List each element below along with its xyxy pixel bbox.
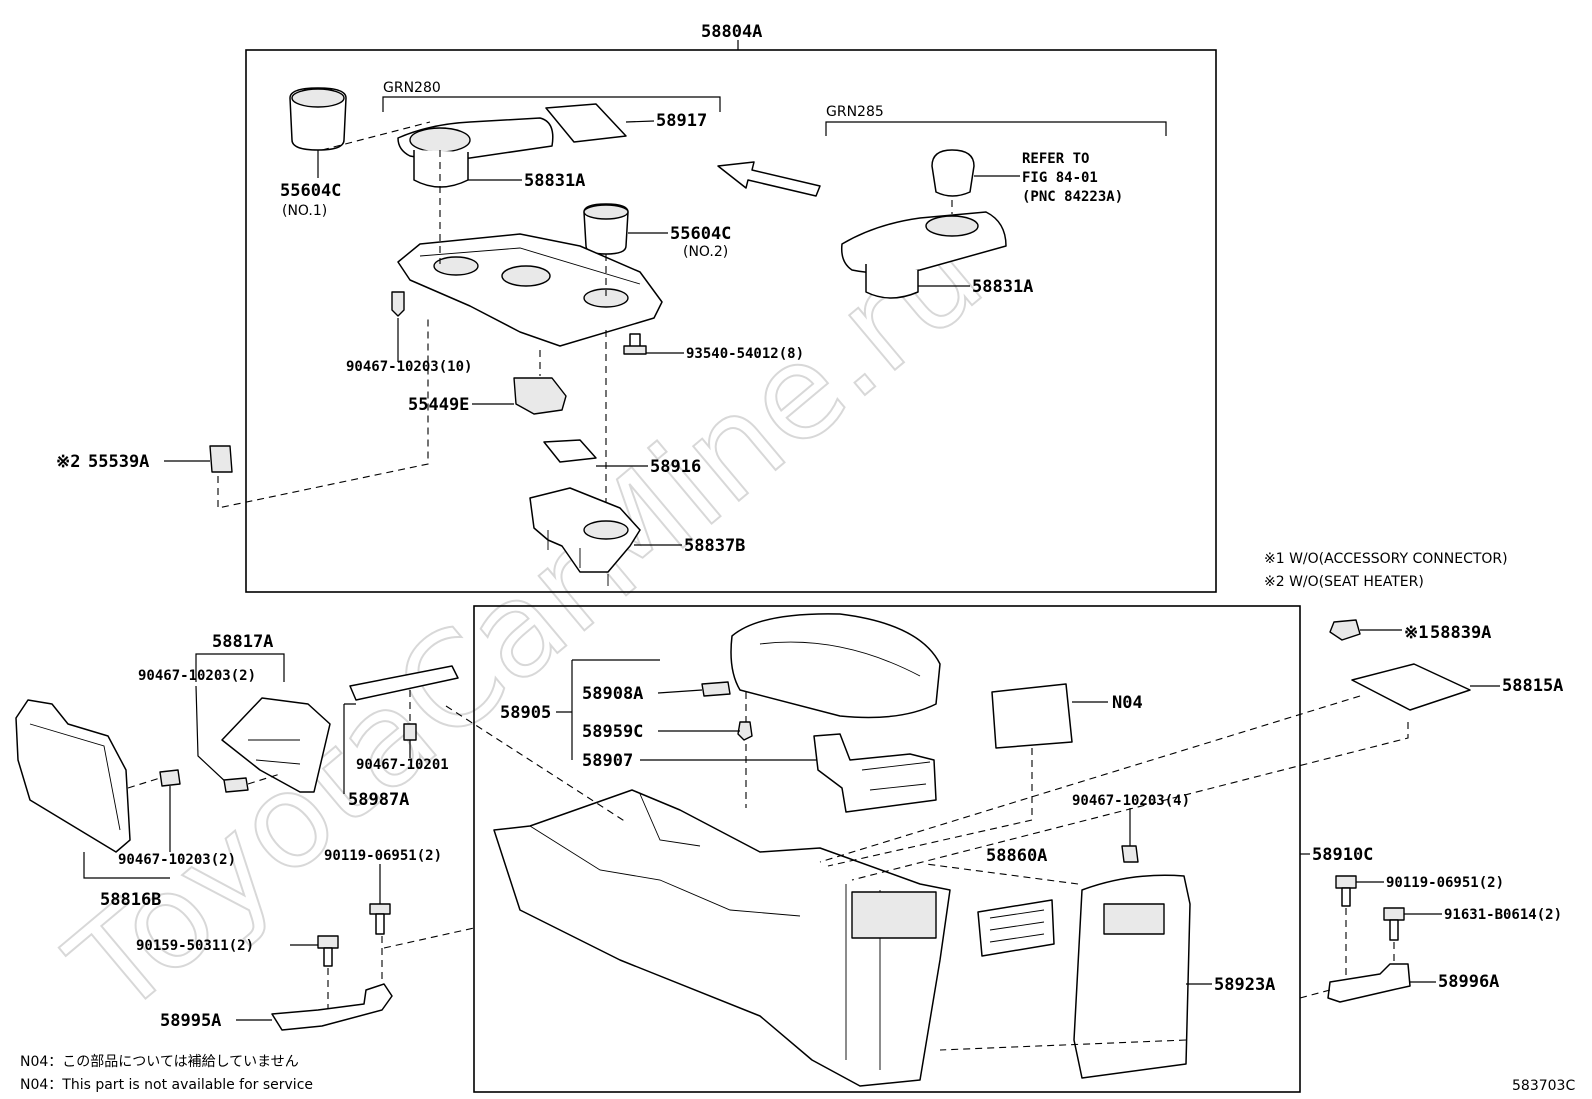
label-90467-10203-10: 90467-10203(10) — [346, 359, 472, 375]
clip-90467-10203-4 — [1121, 845, 1139, 863]
top-group-box — [245, 49, 1217, 593]
label-58917: 58917 — [656, 111, 707, 131]
side-bracket-58817a — [221, 697, 331, 793]
cup-holder-insert-no1 — [289, 87, 347, 151]
bolt-91631-b0614 — [1383, 907, 1405, 941]
bar-58987a — [349, 665, 459, 701]
label-58816b: 58816B — [100, 890, 161, 910]
refer-text-1: REFER TO — [1022, 151, 1089, 167]
label-58923a: 58923A — [1214, 975, 1275, 995]
pad-58908a — [701, 681, 731, 697]
figure-code: 583703C — [1512, 1078, 1575, 1094]
hinge-58907 — [813, 733, 937, 813]
bracket-58996a — [1327, 963, 1411, 1003]
note-n04-en: N04：This part is not available for servi… — [20, 1077, 313, 1093]
label-58831a-right: 58831A — [972, 277, 1033, 297]
label-90467-10201: 90467-10201 — [356, 757, 449, 773]
label-55604c-no2: 55604C — [670, 224, 731, 244]
label-58831a-left: 58831A — [524, 171, 585, 191]
connector-58839a — [1329, 619, 1361, 641]
clip-90467-10203-top-left — [223, 777, 249, 793]
label-58839a-mark: ※1 — [1404, 623, 1428, 643]
tray-58831a-left — [397, 117, 554, 188]
bracket-grn280-label: GRN280 — [383, 80, 441, 96]
switch-55539a — [209, 445, 233, 473]
label-90159-50311-2: 90159-50311(2) — [136, 938, 254, 954]
label-58908a: 58908A — [582, 684, 643, 704]
panel-n04 — [991, 683, 1073, 749]
label-55539a-mark: ※2 — [56, 452, 80, 472]
label-58910c: 58910C — [1312, 845, 1373, 865]
label-55604c-no1: 55604C — [280, 181, 341, 201]
label-58837b: 58837B — [684, 536, 745, 556]
label-90119-06951-2-right: 90119-06951(2) — [1386, 875, 1504, 891]
label-58815a: 58815A — [1502, 676, 1563, 696]
note-1: ※1 W/O(ACCESSORY CONNECTOR) — [1264, 551, 1508, 567]
shift-knob-icon — [931, 149, 975, 197]
label-90467-10203-2-bot: 90467-10203(2) — [118, 852, 236, 868]
label-55604c-no2-sub: (NO.2) — [683, 244, 728, 260]
label-58860a: 58860A — [986, 846, 1047, 866]
screw-90119-06951-left — [369, 903, 391, 935]
refer-text-3: (PNC 84223A) — [1022, 189, 1123, 205]
note-2: ※2 W/O(SEAT HEATER) — [1264, 574, 1424, 590]
label-93540-54012-8: 93540-54012(8) — [686, 346, 804, 362]
mat-58917 — [545, 103, 627, 143]
label-90467-10203-4: 90467-10203(4) — [1072, 793, 1190, 809]
clip-90467-10201 — [403, 723, 417, 741]
side-cover-58816b — [15, 699, 131, 853]
mat-58916 — [543, 439, 597, 463]
box-58837b — [529, 487, 641, 586]
clip-90467-10203-bot — [159, 769, 181, 787]
bracket-grn285-label: GRN285 — [826, 104, 884, 120]
label-55449e: 55449E — [408, 395, 469, 415]
label-91631-b0614-2: 91631-B0614(2) — [1444, 907, 1562, 923]
label-55539a: 55539A — [88, 452, 149, 472]
label-58995a: 58995A — [160, 1011, 221, 1031]
label-58817a: 58817A — [212, 632, 273, 652]
label-58987a: 58987A — [348, 790, 409, 810]
label-58916: 58916 — [650, 457, 701, 477]
note-n04-jp: N04：この部品については補給していません — [20, 1054, 299, 1070]
refer-text-2: FIG 84-01 — [1022, 170, 1098, 186]
label-90119-06951-2-left: 90119-06951(2) — [324, 848, 442, 864]
label-55604c-no1-sub: (NO.1) — [282, 203, 327, 219]
label-58839a: 58839A — [1430, 623, 1491, 643]
clip-58959c — [737, 721, 753, 741]
console-body-58910c — [493, 789, 951, 1087]
cup-holder-insert-no2 — [583, 203, 629, 255]
clip-90467-10203-top — [391, 291, 405, 317]
label-58996a: 58996A — [1438, 972, 1499, 992]
upper-console-panel — [397, 233, 663, 347]
mat-58815a — [1351, 663, 1471, 711]
label-n04: N04 — [1112, 693, 1143, 713]
label-58959c: 58959C — [582, 722, 643, 742]
screw-90159-50311 — [317, 935, 339, 967]
rear-panel-58923a — [1073, 874, 1191, 1079]
top-group-label: 58804A — [701, 22, 762, 42]
screw-90119-06951-right — [1335, 875, 1357, 907]
label-58907: 58907 — [582, 751, 633, 771]
label-58905: 58905 — [500, 703, 551, 723]
bracket-58995a — [271, 983, 393, 1031]
vent-58860a — [977, 899, 1055, 957]
bracket-55449e — [513, 377, 567, 415]
armrest-lid — [730, 613, 941, 719]
direction-arrow-icon — [717, 161, 821, 197]
bottom-group-box — [473, 605, 1301, 1093]
label-90467-10203-2-top: 90467-10203(2) — [138, 668, 256, 684]
screw-93540-54012 — [623, 333, 647, 355]
tray-58831a-right — [840, 211, 1007, 299]
